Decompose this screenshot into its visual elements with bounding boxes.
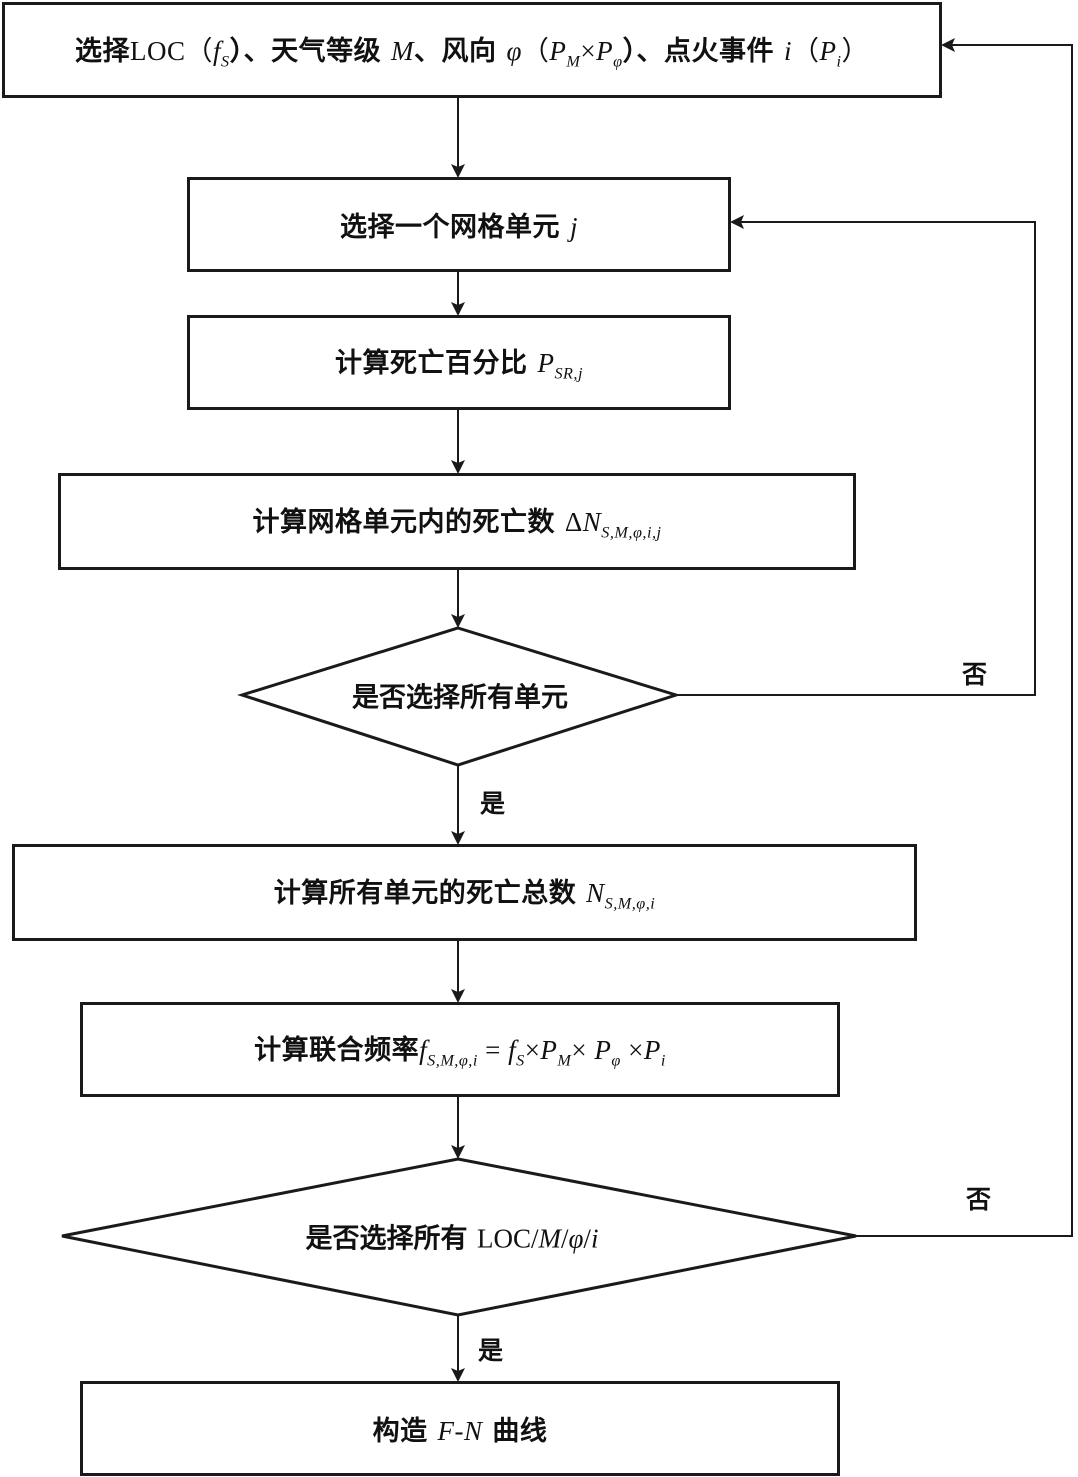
step6-f: f — [419, 1035, 428, 1066]
step1-pphi-sub: φ — [613, 52, 623, 71]
step3-p: P — [537, 348, 555, 379]
decision2-loc: LOC/ — [476, 1223, 539, 1254]
decision2-text: 是否选择所有 — [305, 1223, 477, 1255]
step5-n-sub: S,M,φ,i — [604, 894, 656, 913]
step2-text: 选择一个网格单元 — [340, 212, 570, 243]
step2-j: j — [569, 212, 578, 242]
step6-pi-sub: i — [660, 1051, 666, 1070]
step5-n: N — [586, 878, 605, 909]
step-select-loc-box: 选择LOC（fS）、天气等级 M、风向 φ（PM×Pφ）、点火事件 i（Pi） — [2, 2, 942, 98]
step7-curve: 曲线 — [482, 1416, 548, 1447]
step1-fs-sub: S — [221, 52, 230, 71]
decision1-diamond — [237, 626, 682, 767]
step4-n-sub: S,M,φ,i,j — [601, 523, 662, 542]
step6-f-sub: S,M,φ,i — [427, 1051, 478, 1070]
step7-f: F — [437, 1416, 455, 1446]
step-total-deaths-box: 计算所有单元的死亡总数 NS,M,φ,i — [12, 844, 917, 941]
step1-pphi: P — [596, 35, 614, 66]
decision1-no-label: 否 — [962, 660, 988, 689]
step1-fs-f: f — [213, 35, 222, 66]
step6-pphi: P — [594, 1035, 612, 1066]
step6-times2: × — [571, 1035, 595, 1066]
step4-delta: Δ — [564, 507, 583, 538]
step1-paren-open-2: （ — [791, 35, 820, 66]
step-total-deaths-label: 计算所有单元的死亡总数 NS,M,φ,i — [274, 871, 656, 913]
step-death-percentage-box: 计算死亡百分比 PSR,j — [187, 315, 731, 410]
decision2-no-label: 否 — [966, 1185, 992, 1214]
step1-weather: ）、天气等级 — [229, 35, 392, 67]
step1-pm: P — [549, 35, 567, 66]
step4-text: 计算网格单元内的死亡数 — [252, 507, 565, 539]
step6-pi: P — [643, 1035, 661, 1066]
step6-pm: P — [540, 1035, 558, 1066]
step4-n: N — [582, 507, 602, 538]
step1-m: M — [391, 35, 415, 66]
decision2-label: 是否选择所有 LOC/M/φ/i — [306, 1217, 599, 1256]
step7-n: N — [463, 1416, 483, 1446]
step1-paren-open: （ — [521, 35, 550, 66]
step7-dash: - — [454, 1416, 464, 1446]
step-select-grid-cell-label: 选择一个网格单元 j — [340, 205, 578, 244]
decision2-i: i — [590, 1223, 599, 1254]
decision2-slash2: / — [583, 1223, 591, 1254]
step1-loc: LOC（ — [130, 35, 214, 66]
step3-text: 计算死亡百分比 — [335, 348, 538, 380]
decision2-phi: φ — [568, 1223, 584, 1254]
step3-p-sub: SR,j — [554, 364, 583, 383]
step1-pi-sub: i — [836, 52, 842, 71]
step-select-grid-cell-box: 选择一个网格单元 j — [187, 177, 731, 272]
decision1-yes-label: 是 — [480, 789, 506, 818]
step1-i: i — [783, 35, 792, 66]
step-death-percentage-label: 计算死亡百分比 PSR,j — [335, 341, 583, 383]
step-grid-deaths-label: 计算网格单元内的死亡数 ΔNS,M,φ,i,j — [252, 500, 661, 542]
loop-decision2-no — [856, 38, 1073, 1237]
step-grid-deaths-box: 计算网格单元内的死亡数 ΔNS,M,φ,i,j — [58, 473, 856, 570]
step1-pm-sub: M — [566, 52, 581, 71]
decision2-yes-label: 是 — [478, 1336, 504, 1365]
step7-text: 构造 — [372, 1416, 438, 1447]
step6-times1: × — [524, 1035, 541, 1066]
loop-decision1-no — [676, 215, 1036, 696]
step6-fs-sub: S — [516, 1051, 525, 1070]
step-construct-fn-curve-label: 构造 F-N 曲线 — [373, 1409, 548, 1448]
step-joint-frequency-box: 计算联合频率fS,M,φ,i = fS×PM× Pφ ×Pi — [80, 1002, 840, 1097]
step-construct-fn-curve-box: 构造 F-N 曲线 — [80, 1381, 840, 1476]
step6-equals: = — [477, 1035, 509, 1066]
step1-text: 选择 — [75, 35, 131, 67]
decision2-m: M — [538, 1223, 561, 1254]
step6-times3: × — [620, 1035, 644, 1066]
step6-pphi-sub: φ — [611, 1051, 621, 1070]
step1-paren-close: ） — [841, 35, 869, 66]
step1-phi: φ — [506, 35, 522, 66]
step-select-loc-label: 选择LOC（fS）、天气等级 M、风向 φ（PM×Pφ）、点火事件 i（Pi） — [75, 29, 869, 71]
step1-times: × — [580, 35, 597, 66]
decision2-diamond — [61, 1157, 857, 1317]
step1-pi: P — [819, 35, 837, 66]
step1-ignition: ）、点火事件 — [622, 35, 784, 67]
decision1-label: 是否选择所有单元 — [352, 682, 568, 714]
step6-fs: f — [508, 1035, 517, 1066]
step-joint-frequency-label: 计算联合频率fS,M,φ,i = fS×PM× Pφ ×Pi — [254, 1028, 666, 1070]
step1-wind: 、风向 — [414, 35, 507, 67]
step6-text: 计算联合频率 — [254, 1035, 420, 1067]
decision2-slash1: / — [560, 1223, 569, 1254]
step5-text: 计算所有单元的死亡总数 — [273, 878, 587, 910]
step6-pm-sub: M — [557, 1051, 572, 1070]
